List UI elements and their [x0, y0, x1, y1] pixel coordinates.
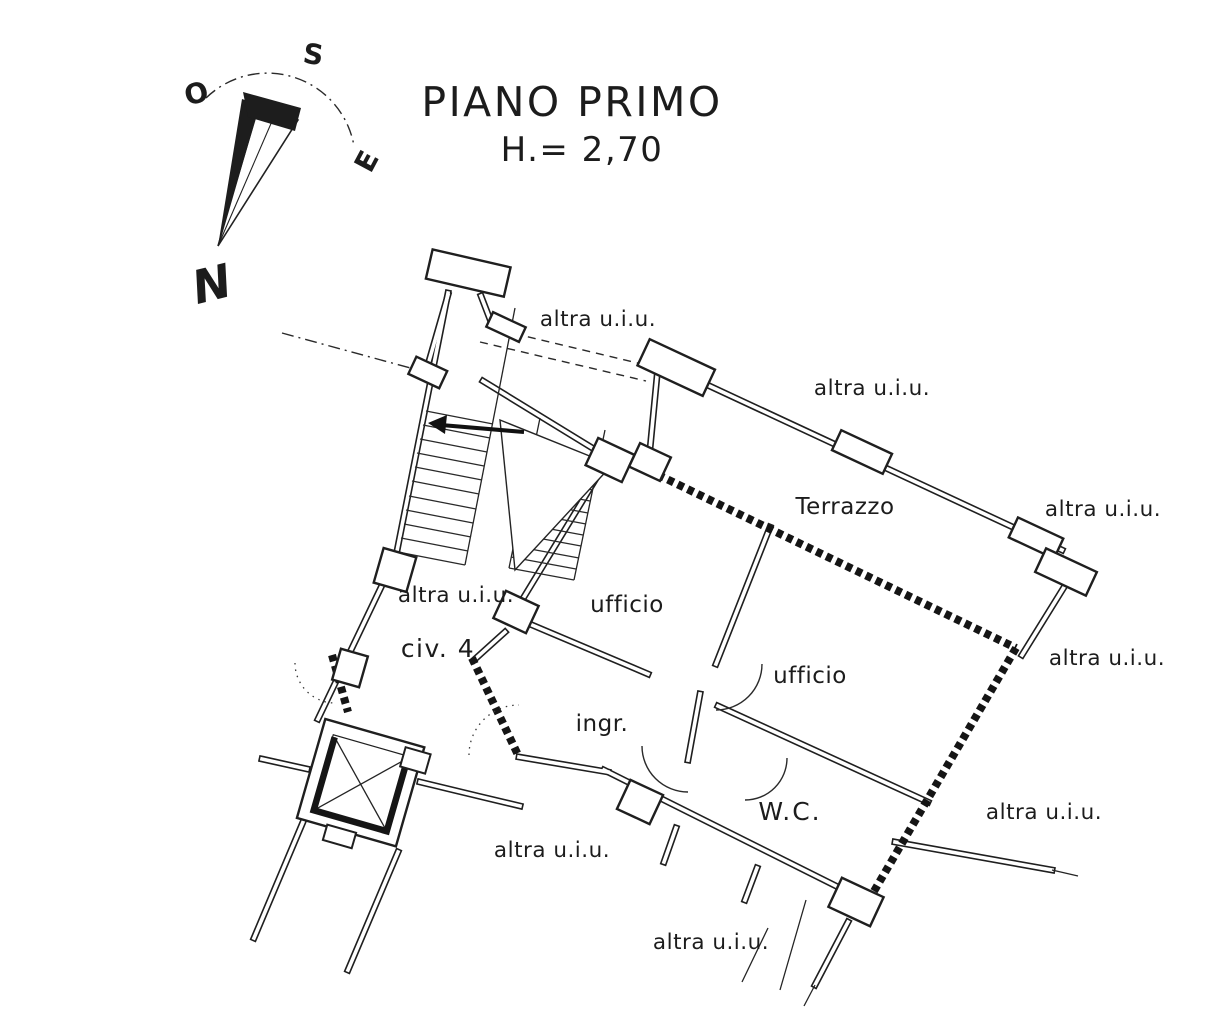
wall-segment: [1019, 581, 1069, 658]
elevator-thick-wall: [309, 736, 411, 836]
wall-pillars: [330, 247, 1099, 928]
neighbor-label-bottom-left: altra u.i.u.: [494, 838, 610, 863]
elevator-shaft: [295, 717, 432, 850]
neighbor-label-bottom: altra u.i.u.: [653, 930, 769, 955]
wall-segment: [513, 469, 603, 613]
door-swing-arc: [744, 757, 788, 801]
wall-segment: [685, 691, 703, 763]
boundary-line: [779, 899, 807, 991]
hatched-walls: [328, 466, 1020, 925]
neighbor-label-top: altra u.i.u.: [540, 307, 656, 332]
wall-segment: [345, 849, 401, 973]
railing-cap: [635, 337, 717, 398]
wall-pillar: [615, 778, 665, 826]
room-label-ufficio-2: ufficio: [773, 663, 847, 689]
east-facade-wall: [852, 645, 1020, 925]
boundary-line: [741, 927, 769, 983]
wall-cap: [424, 247, 513, 299]
neighbor-label-right-mid: altra u.i.u.: [1049, 646, 1165, 671]
room-label-ingresso: ingr.: [576, 711, 629, 737]
wall-segment: [713, 524, 773, 667]
wall-network: [249, 289, 1071, 990]
elevator-door-jamb: [398, 745, 432, 775]
boundary-line: [803, 984, 816, 1007]
floor-title: PIANO PRIMO: [421, 78, 722, 126]
wall-cap: [484, 310, 528, 344]
room-label-terrazzo: Terrazzo: [794, 494, 894, 520]
door-swings: [641, 663, 788, 801]
compass-arc: [205, 72, 355, 147]
neighbor-label-right-upper: altra u.i.u.: [1045, 497, 1161, 522]
railing-cap: [1033, 546, 1099, 598]
railing-pillar: [1007, 515, 1065, 561]
terrace-facade-wall: [646, 466, 1018, 652]
entry-door-hatch: [468, 656, 523, 759]
neighbor-labels: altra u.i.u. altra u.i.u. altra u.i.u. a…: [398, 307, 1165, 955]
compass-letter-east: E: [348, 145, 386, 177]
wall-segment: [480, 378, 610, 460]
dashed-lines: [281, 326, 651, 756]
compass-letter-north: N: [187, 253, 237, 315]
compass-rose: O S E N: [181, 37, 386, 315]
dotted-swing-arc: [468, 704, 520, 756]
wall-segment: [715, 703, 931, 805]
height-note: H.= 2,70: [501, 130, 664, 170]
wall-segment: [259, 756, 310, 772]
stair-string-line: [464, 307, 516, 566]
wall-pillar: [583, 436, 637, 484]
neighbor-label-right-lower: altra u.i.u.: [986, 800, 1102, 825]
wall-cap: [406, 355, 449, 390]
stair-direction-arrow: [440, 423, 525, 434]
wall-segment: [522, 619, 651, 677]
wall-segment: [393, 290, 451, 559]
wall-segment: [471, 629, 508, 663]
landing-door-hatch: [328, 653, 352, 714]
compass-letter-west: O: [181, 75, 212, 113]
elevator-cross-line: [313, 757, 409, 811]
boundary-line: [1051, 869, 1079, 877]
room-labels: Terrazzo ufficio ufficio ingr. W.C. civ.…: [401, 494, 894, 826]
wall-segment: [742, 865, 760, 903]
wall-pillar: [826, 876, 886, 928]
stair-winder-wedge: [499, 418, 614, 572]
room-label-ufficio-1: ufficio: [590, 592, 664, 618]
neighbor-label-left: altra u.i.u.: [398, 583, 514, 608]
wall-pillar: [491, 589, 541, 635]
wall-segment: [251, 819, 306, 941]
civic-number-label: civ. 4: [401, 634, 475, 663]
wall-segment: [417, 779, 523, 809]
compass-needle-line: [217, 111, 277, 247]
compass-needle-dark: [218, 99, 260, 246]
wall-segment: [661, 825, 679, 865]
wall-pillar: [627, 441, 673, 483]
door-swing-arc: [715, 663, 763, 711]
dotted-swing-arc: [294, 662, 336, 704]
neighbor-label-top-right: altra u.i.u.: [814, 376, 930, 401]
compass-letter-south: S: [301, 37, 326, 72]
door-swing-arc: [641, 745, 689, 793]
dashdot-boundary: [281, 332, 426, 373]
wall-segment: [892, 839, 1055, 873]
wall-pillar: [372, 546, 418, 594]
title-block: PIANO PRIMO H.= 2,70: [421, 78, 722, 170]
wall-segment: [516, 754, 611, 775]
room-label-wc: W.C.: [758, 797, 821, 826]
compass-needle-head: [243, 92, 301, 131]
railing-pillar: [830, 428, 894, 476]
elevator-niche: [321, 823, 358, 850]
wall-network-core: [251, 290, 1069, 988]
wall-pillar: [330, 647, 370, 689]
stair-arrow-head: [428, 415, 447, 434]
staircase: [397, 410, 614, 581]
wall-segment: [812, 919, 851, 988]
